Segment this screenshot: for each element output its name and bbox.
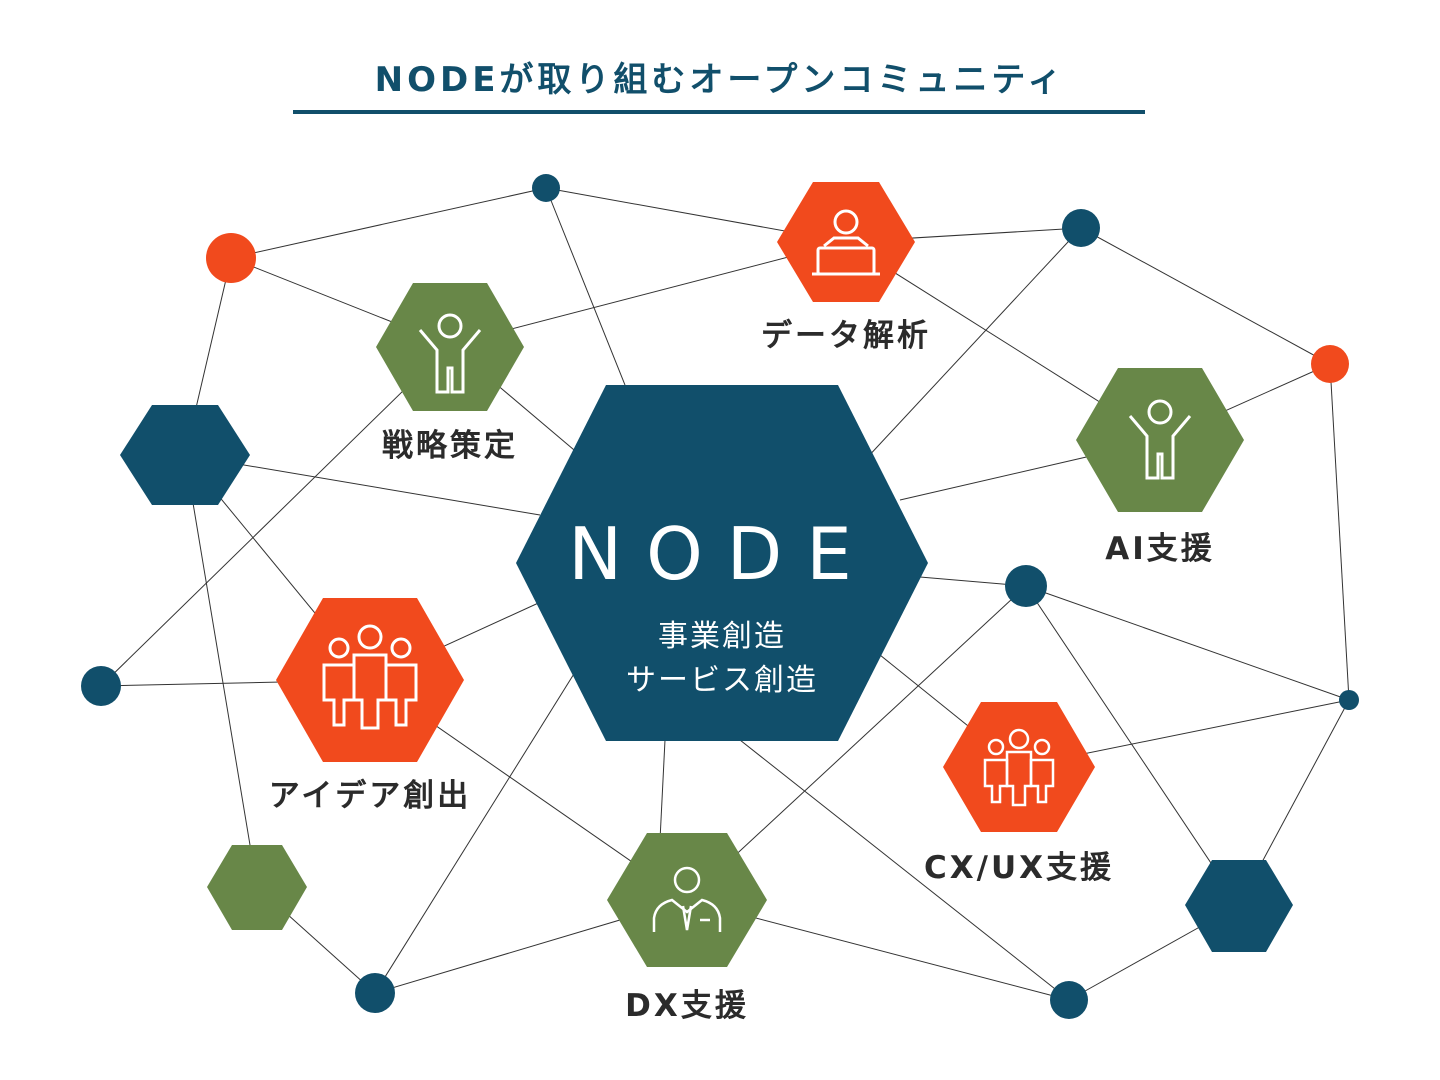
orange-dot (1311, 345, 1349, 383)
page-title: NODEが取り組むオープンコミュニティ (374, 60, 1066, 100)
navy-dot (532, 174, 560, 202)
center-line-1: 事業創造 (658, 619, 786, 654)
label-strategy: 戦略策定 (382, 428, 518, 464)
hexagon-data-analysis (777, 182, 915, 302)
group-people-icon (322, 624, 418, 730)
label-data-analysis: データ解析 (761, 318, 931, 354)
hexagon-idea-creation (276, 598, 464, 762)
person-arms-up-icon (1128, 399, 1192, 480)
group-people-icon (983, 728, 1055, 807)
label-cx-ux-support: CX/UX支援 (923, 850, 1115, 886)
navy-dot (355, 973, 395, 1013)
green-hexagon (207, 845, 307, 930)
label-dx-support: DX支援 (625, 988, 749, 1024)
label-ai-support: AI支援 (1105, 531, 1215, 567)
orange-dot (206, 233, 256, 283)
navy-dot (1005, 565, 1047, 607)
person-arms-up-icon (418, 313, 482, 394)
hexagon-ai-support (1076, 368, 1244, 512)
navy-hexagon (1185, 860, 1293, 952)
navy-dot (81, 666, 121, 706)
navy-dot (1062, 209, 1100, 247)
navy-hexagon (120, 405, 250, 505)
center-logo: NODE (568, 512, 876, 596)
businessman-icon (652, 866, 722, 932)
navy-dot (1050, 981, 1088, 1019)
hexagon-strategy (376, 283, 524, 411)
decor-nodes (81, 174, 1359, 1019)
hexagon-cx-ux-support (943, 702, 1095, 832)
center-subtitle: 事業創造 サービス創造 (626, 615, 818, 703)
center-hexagon (516, 385, 928, 741)
person-laptop-icon (812, 209, 880, 276)
navy-dot (1339, 690, 1359, 710)
hexagon-dx-support (607, 833, 767, 967)
title-underline (293, 110, 1145, 114)
label-idea-creation: アイデア創出 (268, 778, 472, 814)
center-line-2: サービス創造 (626, 663, 818, 698)
